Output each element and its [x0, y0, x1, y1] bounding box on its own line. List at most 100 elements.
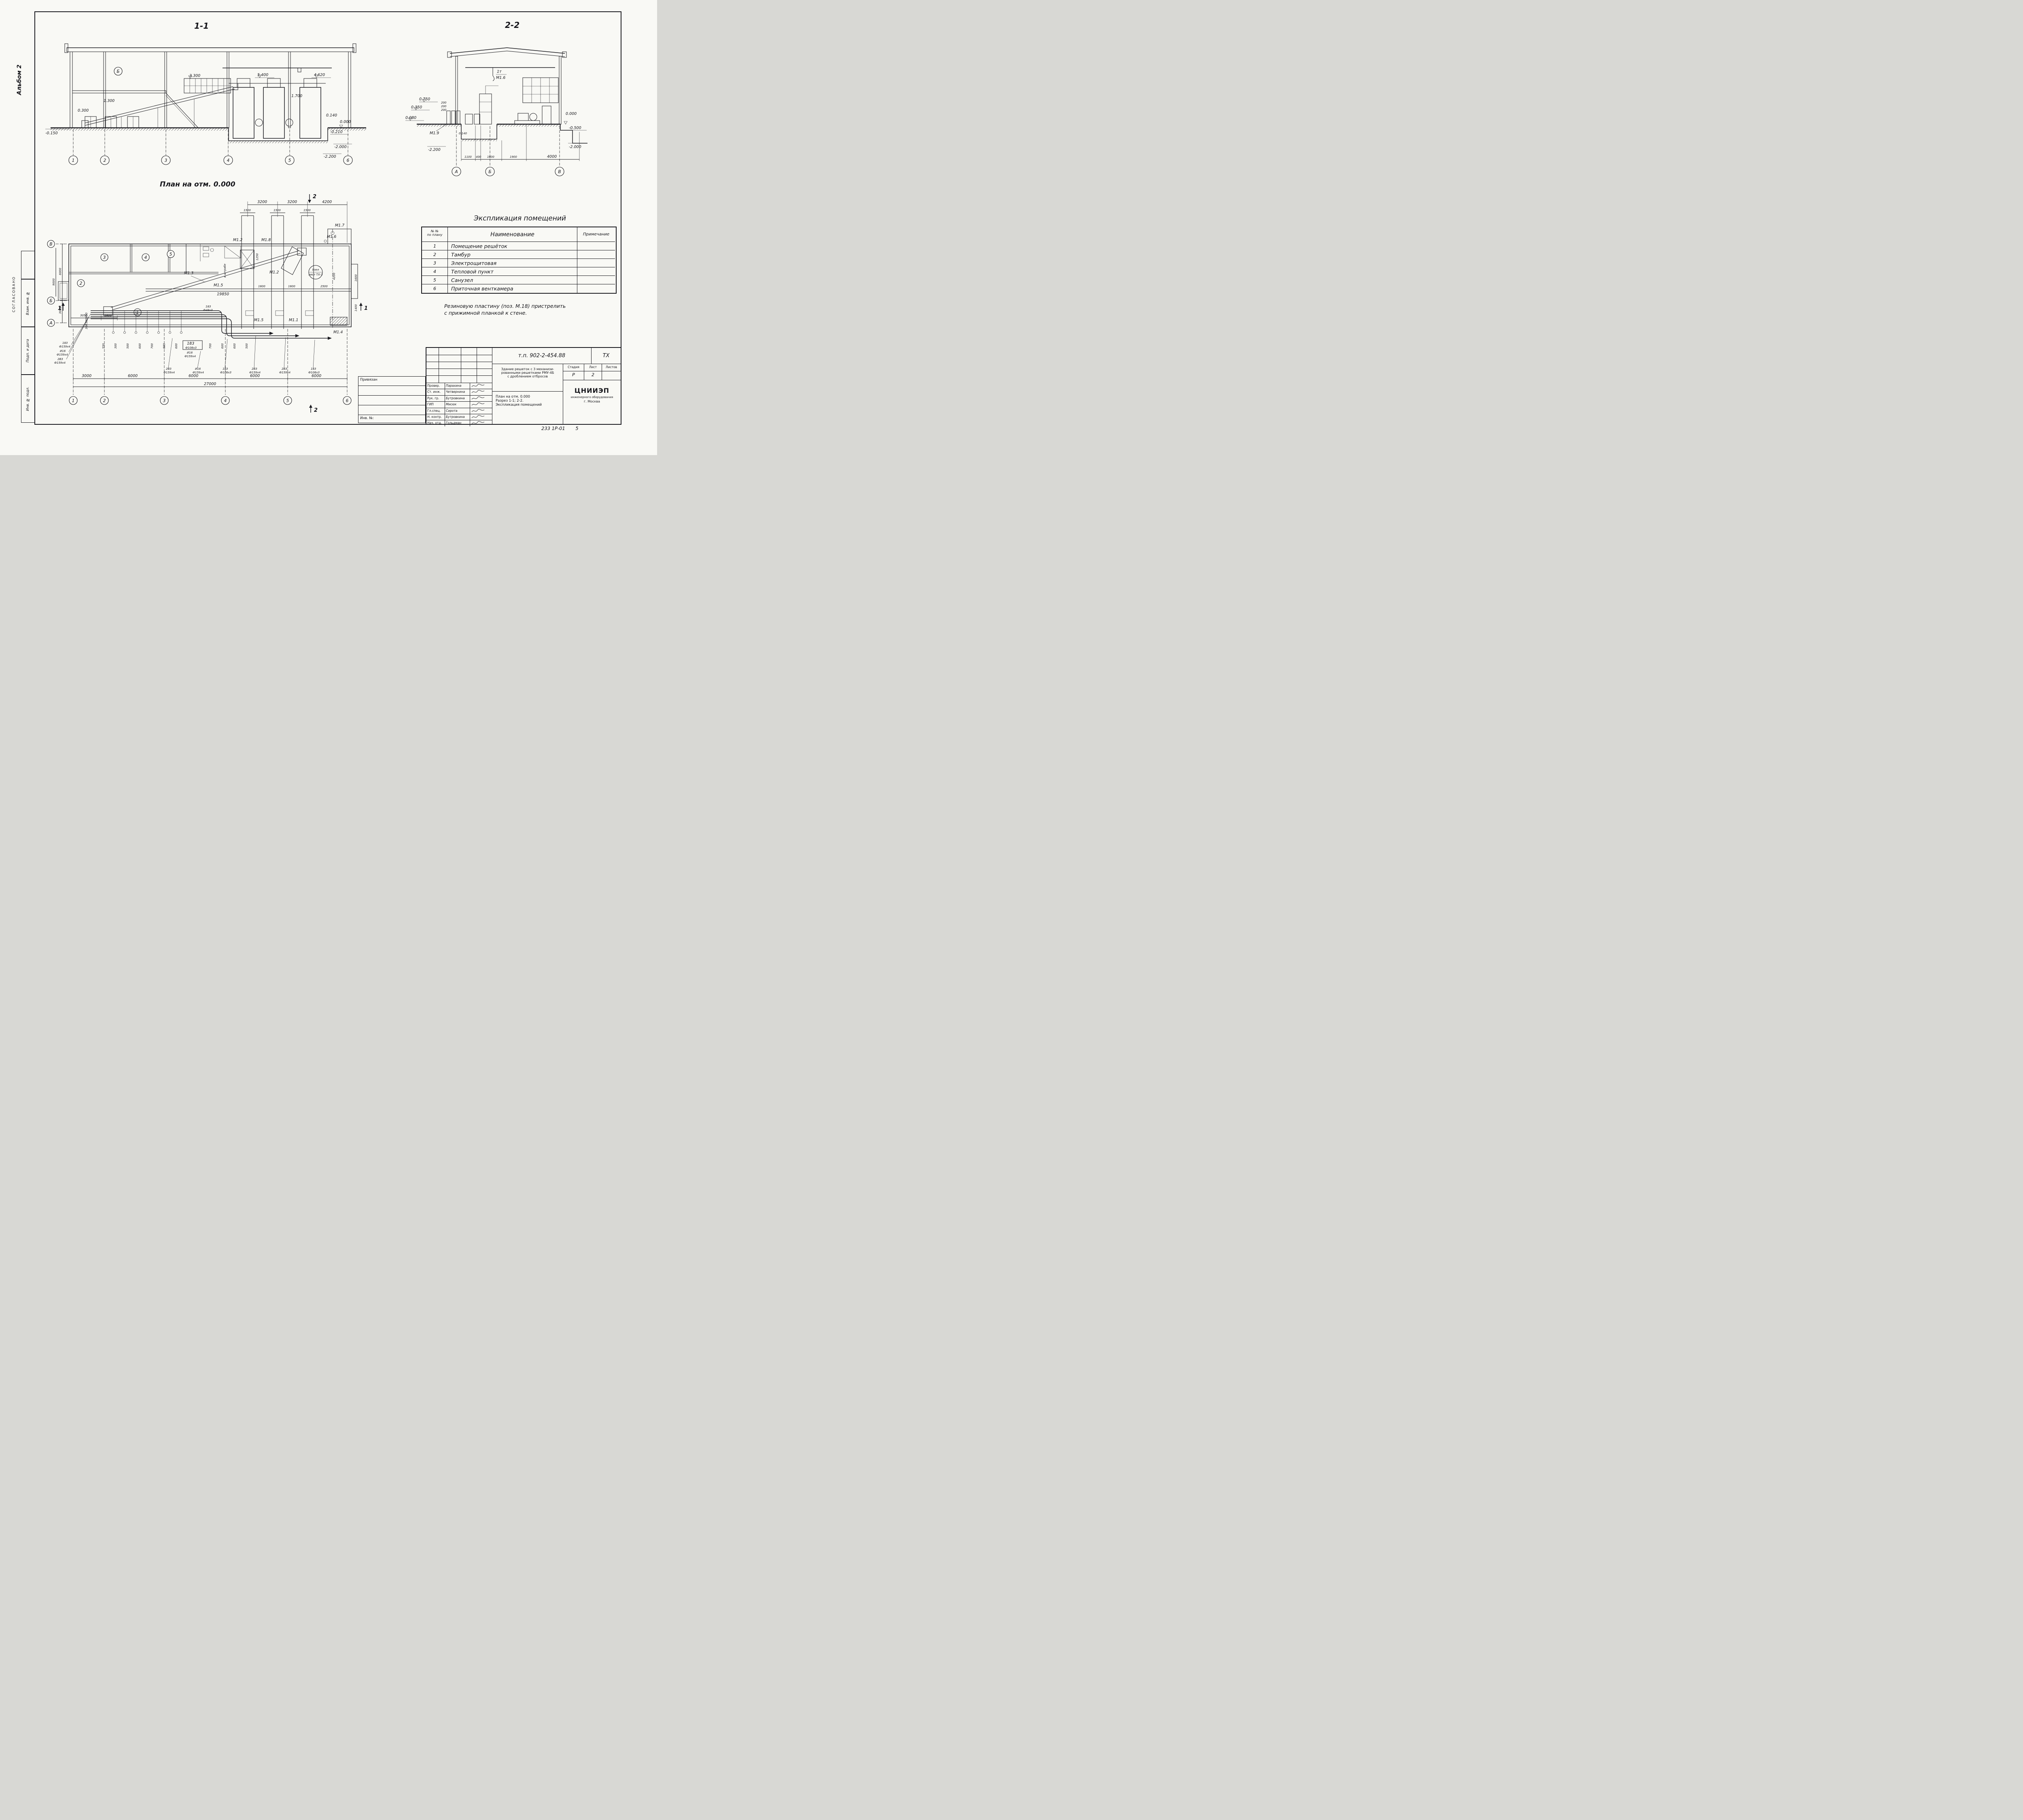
plan-mark-m15b: М1.5 [254, 318, 263, 322]
s11-room-b-label: Б [117, 69, 119, 74]
plan-pipeB-6-tag: 183 [311, 367, 316, 371]
room-name: Помещение решёток [448, 242, 577, 250]
inv-podl-label: Инв. № подл. [26, 386, 30, 411]
plan-pipes [91, 310, 332, 340]
signature [470, 389, 492, 395]
s11-elev-m0150: -0.150 [45, 131, 58, 136]
sheets-total [602, 371, 621, 380]
plan-pipeL-3-tag: 2В3 [57, 358, 63, 361]
plan-equipment-marks: М1.7 М1.6 М1.8 М1.2 М1.2 М1.3 М1.5 19850… [184, 223, 344, 335]
room-note [577, 242, 615, 250]
drawing-sheet: Альбом 2 СОГЛАСОВАНО Взам. инв. № Подп. … [0, 0, 657, 455]
s11-elev-m0210: -0.210 [330, 130, 343, 134]
role-label: Н. контр. [426, 414, 445, 420]
s22-mark-m19: М1.9 [430, 131, 439, 136]
plan-pipeL-1-tag: 183 [62, 341, 68, 345]
s22-elev-m0500: -0.500 [569, 126, 581, 130]
plan-room-bubbles: 1 2 3 4 5 [77, 250, 175, 316]
s22-dim-200-2: 200 [441, 105, 447, 108]
explication-row: 4 Тепловой пункт [422, 267, 616, 276]
room-note [577, 259, 615, 267]
plan-grid-axes-left: В Б А 6000 3000 9000 [47, 240, 68, 327]
s22-roof [447, 47, 567, 58]
s22-elev-0350: 0.350 [411, 105, 422, 110]
plan-dim-4200v: 4200 [333, 273, 336, 280]
s22-dim-1900: 1900 [510, 155, 517, 159]
section-1-1-title: 1-1 [194, 21, 209, 31]
sheet-number: 2 [584, 371, 602, 380]
stage-header: Стадия [563, 364, 584, 371]
s11-elev-m2000: -2.000 [334, 145, 347, 149]
plan-dim-9000-left: 9000 [52, 278, 55, 286]
plan-pipe48-tag: 183 [206, 305, 211, 308]
s22-hoist-load: 1т [497, 70, 502, 74]
plan-channels [241, 215, 314, 329]
s11-elev-0300: 0.300 [78, 108, 89, 113]
plan-building [58, 229, 358, 327]
room-note [577, 267, 615, 276]
plan-room-4: 4 [144, 255, 147, 260]
person-name: Бутровкина [445, 414, 470, 420]
plan-pipeB-3-tag: 183 [223, 367, 228, 371]
stage-value: Р [563, 371, 584, 380]
room-number: 4 [422, 267, 448, 276]
room-name: Приточная венткамера [448, 284, 577, 293]
plan-dim-1250: 1250 [256, 253, 259, 261]
plan-pipeL-1-dia: Ф159х4 [59, 345, 70, 348]
s11-elev-3300: 3.300 [189, 74, 200, 78]
object-name-line3: с дроблением отбросов [507, 375, 548, 378]
document-number: т.п. 902-2-454.88 [492, 348, 592, 364]
vzam-inv-label: Взам. инв. № [26, 291, 30, 315]
room-number: 6 [422, 284, 448, 293]
footer-sheet: 5 [575, 426, 579, 431]
plan-dim-4200: 4200 [322, 200, 332, 204]
object-name-line2: рованными решетками РМУ-4Б [501, 371, 554, 375]
plan-dim-1400v: 1400 [354, 304, 358, 311]
room-number: 1 [422, 242, 448, 250]
s11-elevation-marks: 3.300 5.400 4.620 1.300 0.300 1.700 0.14… [45, 73, 352, 159]
signature [470, 402, 492, 407]
s22-elev-m2000: -2.000 [569, 145, 581, 149]
organization-line2: инженерного оборудования [570, 396, 613, 399]
plan-cut2-bottom: 2 [314, 407, 318, 413]
person-name: Четвернина [445, 389, 470, 395]
soglasovano-label: СОГЛАСОВАНО [12, 276, 16, 312]
plan-dim-1600a: 1600 [104, 314, 112, 317]
plan-pipeC-1-dia: Ф108х3 [185, 346, 197, 350]
plan-grid-1: 1 [72, 398, 75, 403]
plan-top-dimensions: 3200 3200 4200 1500 1500 1500 [240, 200, 348, 243]
footer-document-code: 233 1Р-01 5 [541, 426, 579, 431]
plan-dim-6000-left: 6000 [59, 268, 62, 275]
s22-elev-0140: 0.140 [459, 132, 467, 135]
stage-block: Стадия Лист Листов Р 2 [563, 364, 621, 380]
inv-number-label: Инв. №: [360, 416, 374, 420]
footer-code: 233 1Р-01 [541, 426, 565, 431]
col-header-note: Примечание [577, 227, 615, 242]
plan-mark-m12b: М1.2 [269, 270, 279, 275]
s22-dim-4000: 4000 [547, 155, 557, 159]
plan-grid-6: 6 [346, 398, 349, 403]
explication-row: 2 Тамбур [422, 250, 616, 259]
plan-pipeB-6-dia: Ф108х3 [308, 371, 320, 374]
plan-pipeB-2-dia: Ф159х4 [193, 371, 204, 374]
s11-elev-1300: 1.300 [104, 99, 115, 103]
s22-grid-a: А [454, 169, 458, 174]
plan-dim-1500b: 1500 [274, 209, 281, 212]
sheet-header: Лист [584, 364, 602, 371]
plan-grid-b: Б [49, 299, 52, 303]
sheet-title-line2: Разрез 1-1; 2-2. [496, 399, 524, 403]
plan-mark-m13: М1.3 [184, 271, 193, 275]
s11-elev-m2200: -2.200 [324, 155, 336, 159]
plan-mark-m11: М1.1 [289, 318, 298, 322]
explication-table: № № по плану Наименование Примечание 1 П… [421, 227, 617, 294]
plan-grid-4: 4 [224, 398, 227, 403]
role-label: Провер. [426, 383, 445, 389]
signature [470, 408, 492, 414]
s22-dimensions: 1100 400 1600 1900 4000 [461, 125, 580, 161]
s11-grid-6: 6 [347, 158, 350, 163]
s22-dim-1100: 1100 [464, 155, 472, 159]
section-1-1-drawing: Б [45, 43, 366, 165]
plan-cut-markers: 2 2 1 1 [58, 194, 368, 413]
explication-row: 6 Приточная венткамера [422, 284, 616, 293]
room-name: Тепловой пункт [448, 267, 577, 276]
